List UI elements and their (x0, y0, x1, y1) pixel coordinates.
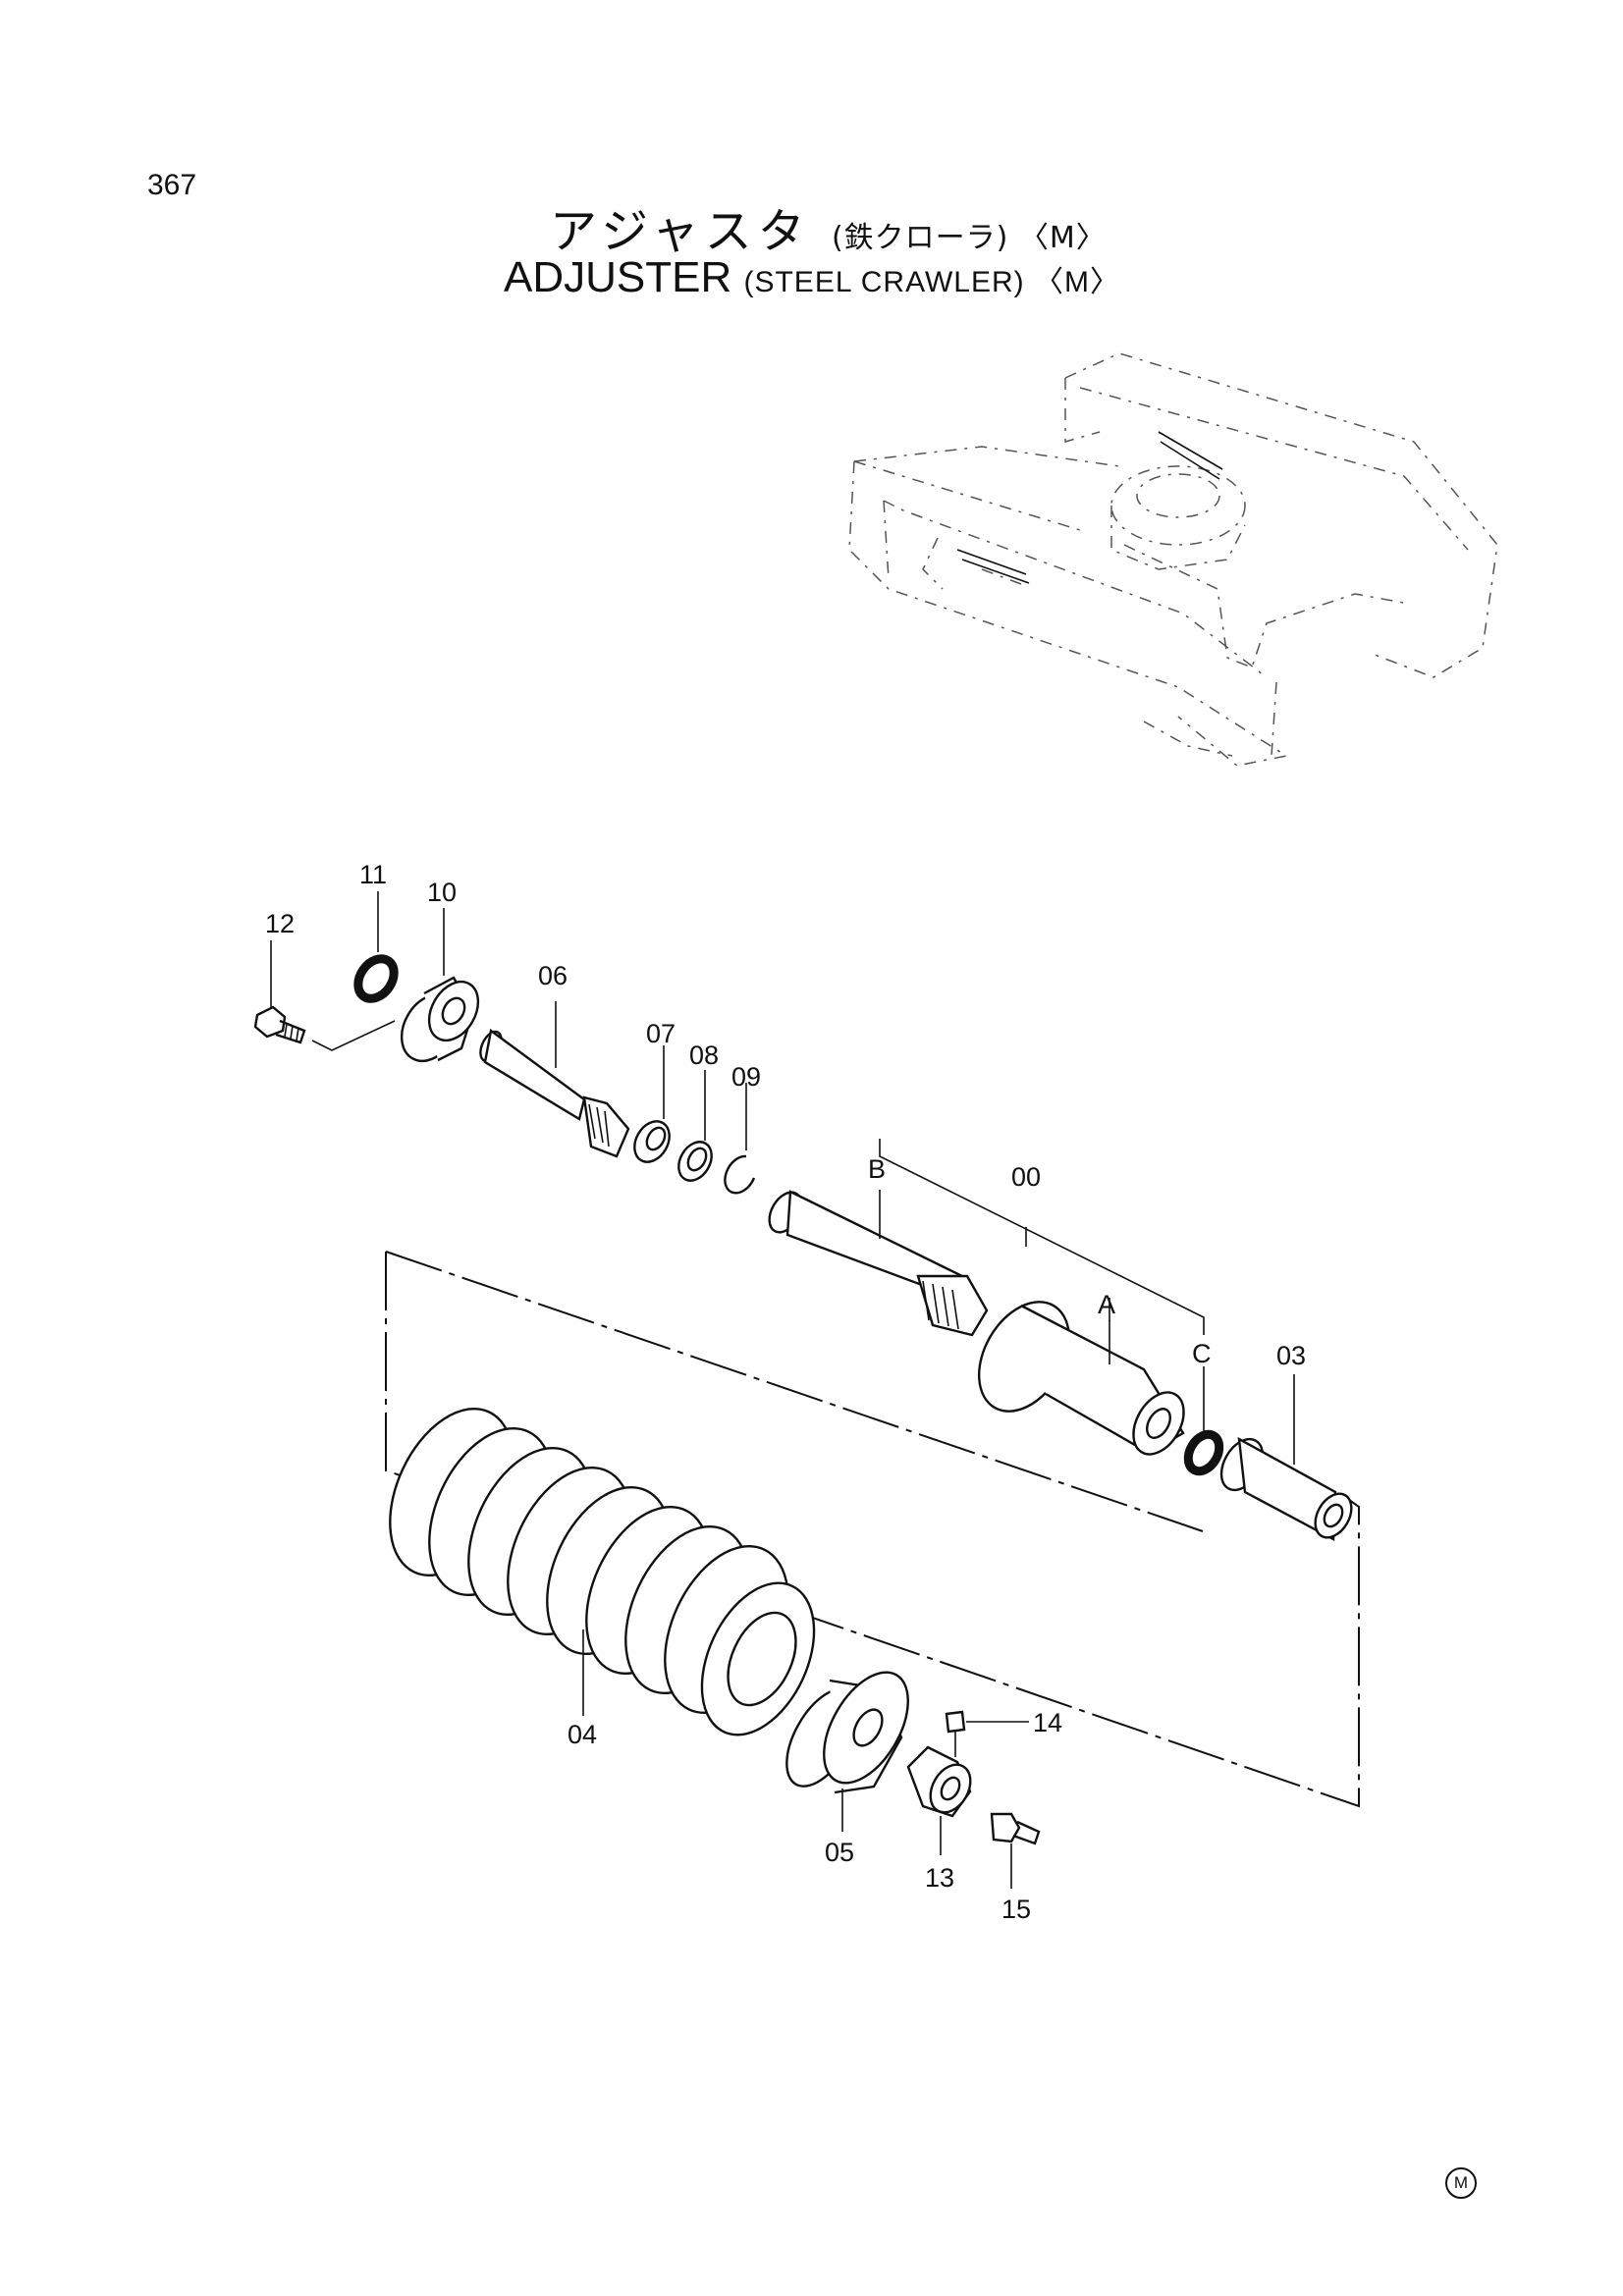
callout-05: 05 (825, 1838, 854, 1867)
callout-c: C (1192, 1339, 1212, 1368)
part-12-bolt (253, 940, 396, 1051)
title-japanese: アジャスタ (鉄クローラ) 〈M〉 (550, 192, 1107, 261)
part-00-b-rod (768, 1190, 989, 1337)
title-en-sub: (STEEL CRAWLER) 〈M〉 (743, 266, 1120, 298)
title-jp-main: アジャスタ (550, 204, 811, 259)
left-spring-hatch (956, 549, 1030, 584)
callout-09: 09 (731, 1062, 761, 1092)
part-00-a-cylinder (977, 1301, 1185, 1456)
undercarriage-overview (848, 352, 1498, 767)
callout-13: 13 (925, 1863, 954, 1893)
assembly-outline-top (385, 1251, 1204, 1532)
part-07-bush (633, 1045, 671, 1163)
callout-08: 08 (689, 1041, 719, 1070)
assembly-00-bracket (879, 1139, 1205, 1335)
title-en-main: ADJUSTER (504, 253, 732, 301)
part-09-snap-ring (724, 1083, 756, 1195)
part-13-nut (906, 1745, 972, 1855)
callout-12: 12 (265, 909, 295, 938)
part-14-grease-nipple (945, 1710, 1029, 1757)
part-08-ring (677, 1070, 713, 1182)
assembly-outline (385, 1252, 1360, 1808)
part-11-o-ring (353, 891, 399, 1003)
right-spring-hatch (1158, 431, 1223, 480)
callout-b: B (868, 1154, 886, 1184)
callout-10: 10 (427, 878, 457, 907)
page-number: 367 (147, 169, 197, 201)
part-15-bolt (990, 1812, 1041, 1889)
part-05-spacer (785, 1671, 909, 1832)
part-04-spring (389, 1407, 816, 1736)
callout-06: 06 (538, 961, 568, 990)
callout-00: 00 (1011, 1162, 1041, 1192)
callout-07: 07 (646, 1019, 676, 1048)
callout-15: 15 (1001, 1895, 1031, 1924)
part-00-c-o-ring (1183, 1366, 1224, 1476)
part-03-bush (1219, 1374, 1353, 1541)
callout-04: 04 (568, 1720, 597, 1749)
part-10-flange (400, 908, 480, 1062)
model-mark-circle: M (1445, 2167, 1477, 2199)
callout-11: 11 (359, 860, 387, 889)
title-jp-sub: (鉄クローラ) 〈M〉 (831, 221, 1107, 255)
title-english: ADJUSTER (STEEL CRAWLER) 〈M〉 (504, 253, 1120, 302)
callout-03: 03 (1276, 1341, 1306, 1370)
part-06-piston-rod (479, 1001, 630, 1158)
callout-14: 14 (1033, 1708, 1062, 1737)
callout-a: A (1098, 1290, 1115, 1319)
